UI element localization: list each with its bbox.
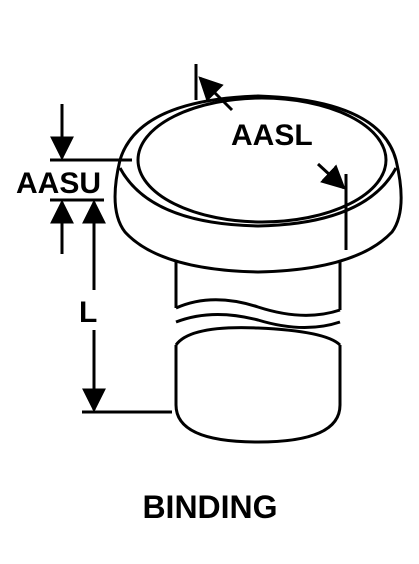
shank-upper — [174, 262, 342, 310]
diagram-caption: BINDING — [142, 489, 277, 525]
aasu-label: AASU — [16, 167, 101, 200]
length-dimension — [82, 199, 172, 414]
shank-lower — [174, 326, 342, 444]
aasl-dimension — [194, 64, 348, 250]
length-label: L — [79, 296, 97, 329]
shank-break — [175, 298, 341, 329]
screw-head — [113, 94, 403, 274]
aasl-label: AASL — [231, 119, 313, 152]
